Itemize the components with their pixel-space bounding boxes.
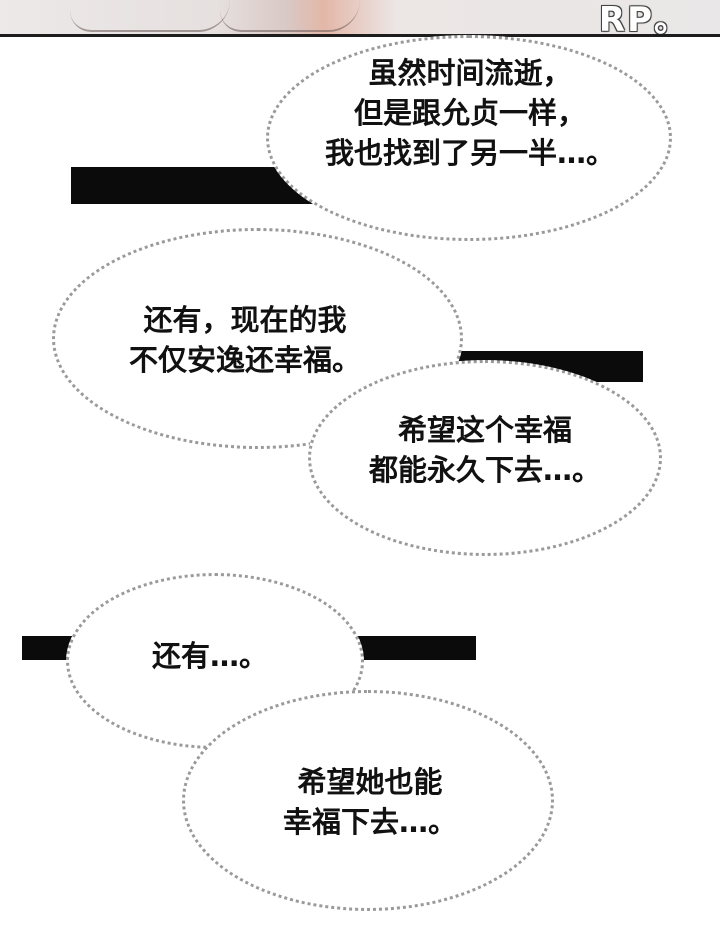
sketch-shape: [220, 0, 360, 32]
sound-effect-text: RP。: [598, 0, 690, 37]
speech-text: 还有…。: [151, 639, 268, 673]
speech-text: 希望这个幸福 都能永久下去…。: [368, 413, 601, 487]
speech-bubble: [266, 35, 672, 241]
speech-bubble: [308, 360, 662, 556]
speech-text: 虽然时间流逝， 但是跟允贞一样， 我也找到了另一半…。: [324, 56, 615, 170]
previous-panel-strip: RP。: [0, 0, 720, 37]
speech-text: 还有，现在的我 不仅安逸还幸福。: [128, 303, 361, 377]
speech-bubble: [182, 690, 554, 911]
sketch-shape: [70, 0, 230, 32]
speech-text: 希望她也能 幸福下去…。: [282, 765, 457, 839]
